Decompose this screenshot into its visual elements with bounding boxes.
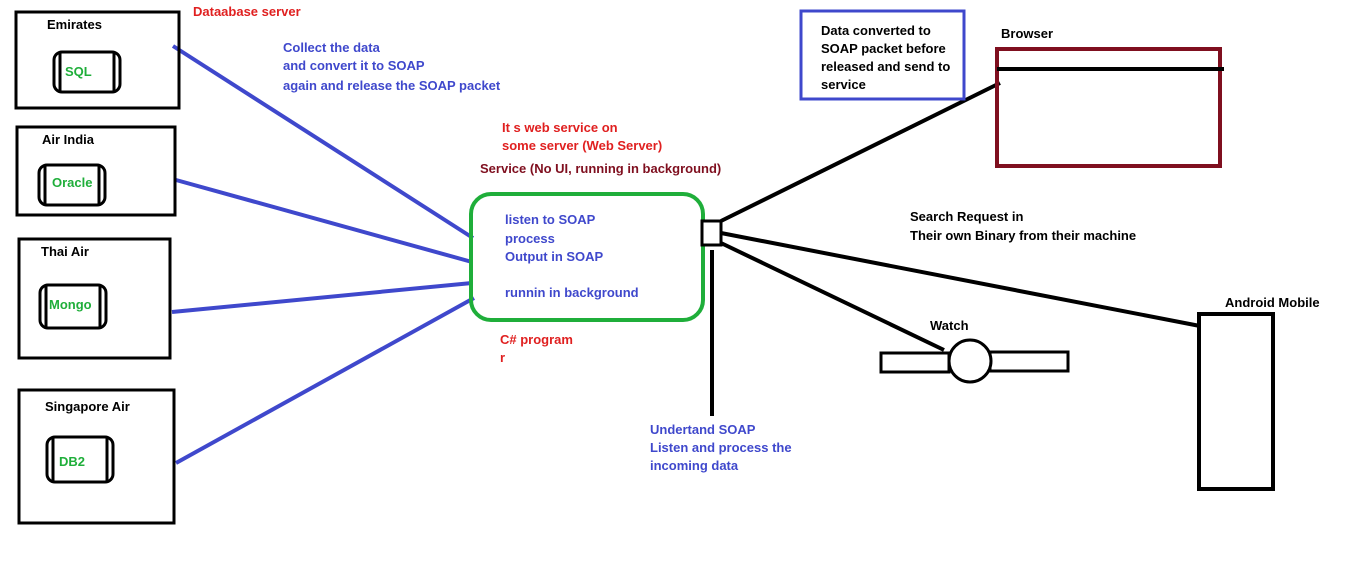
connector-singapore-air bbox=[175, 296, 475, 465]
connector-browser bbox=[720, 81, 1001, 223]
singapore-air-box bbox=[17, 388, 176, 525]
connector-android bbox=[720, 231, 1201, 328]
csharp-line-2: r bbox=[500, 350, 506, 365]
web-service-line-2: some server (Web Server) bbox=[502, 138, 663, 153]
android-mobile-label: Android Mobile bbox=[1225, 295, 1320, 310]
search-request-line-1: Search Request in bbox=[910, 209, 1024, 224]
mongo-cylinder-icon bbox=[38, 283, 108, 330]
watch-icon bbox=[879, 338, 1070, 384]
connector-thai-air bbox=[171, 281, 473, 314]
data-converted-box bbox=[799, 9, 966, 101]
understand-line-1: Undertand SOAP bbox=[650, 422, 756, 437]
android-mobile-device bbox=[1197, 312, 1275, 491]
service-line-2: process bbox=[505, 231, 555, 246]
sql-cylinder-icon bbox=[52, 50, 122, 94]
service-line-5: runnin in background bbox=[505, 285, 639, 300]
db2-label: DB2 bbox=[59, 454, 86, 469]
db2-cylinder-icon bbox=[45, 435, 115, 484]
web-service-line-1: It s web service on bbox=[502, 120, 618, 135]
csharp-line-1: C# program bbox=[500, 332, 573, 347]
database-server-label: Dataabase server bbox=[193, 4, 301, 19]
service-box bbox=[469, 192, 705, 322]
collect-line-1: Collect the data bbox=[283, 40, 380, 55]
mongo-label: Mongo bbox=[49, 297, 92, 312]
service-title: Service (No UI, running in background) bbox=[480, 161, 722, 176]
connector-emirates bbox=[171, 44, 475, 240]
data-converted-line-4: service bbox=[821, 77, 866, 92]
understand-line-3: incoming data bbox=[650, 458, 739, 473]
emirates-label: Emirates bbox=[47, 17, 102, 32]
air-india-box bbox=[15, 125, 177, 217]
thai-air-box bbox=[17, 237, 172, 360]
sql-label: SQL bbox=[65, 64, 92, 79]
browser-label: Browser bbox=[1001, 26, 1054, 41]
connector-watch bbox=[720, 241, 945, 352]
data-converted-line-1: Data converted to bbox=[821, 23, 931, 38]
air-india-label: Air India bbox=[42, 132, 95, 147]
collect-line-2: and convert it to SOAP bbox=[283, 58, 425, 73]
singapore-air-label: Singapore Air bbox=[45, 399, 130, 414]
understand-line-2: Listen and process the bbox=[650, 440, 792, 455]
data-converted-line-3: released and send to bbox=[821, 59, 951, 74]
data-converted-line-2: SOAP packet before bbox=[821, 41, 946, 56]
collect-line-3: again and release the SOAP packet bbox=[283, 78, 501, 93]
browser-window bbox=[995, 47, 1222, 168]
search-request-line-2: Their own Binary from their machine bbox=[910, 228, 1137, 243]
service-port bbox=[700, 219, 723, 247]
service-line-3: Output in SOAP bbox=[505, 249, 604, 264]
service-line-1: listen to SOAP bbox=[505, 212, 596, 227]
connector-air-india bbox=[175, 178, 473, 264]
emirates-box bbox=[14, 10, 181, 110]
oracle-cylinder-icon bbox=[37, 163, 107, 207]
thai-air-label: Thai Air bbox=[41, 244, 89, 259]
watch-label: Watch bbox=[930, 318, 969, 333]
oracle-label: Oracle bbox=[52, 175, 93, 190]
